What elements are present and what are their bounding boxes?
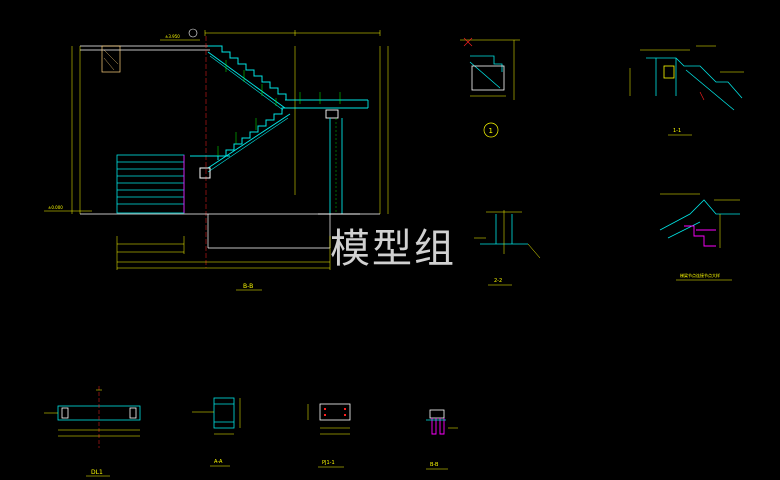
lower-stair-flight: [190, 107, 291, 179]
section-a-a: A-A: [192, 397, 241, 467]
axis-bubble: [188, 28, 198, 38]
section-bb-title: B-B: [243, 283, 253, 290]
top-slab: [80, 45, 210, 73]
section-2-2-title: 2-2: [494, 278, 502, 284]
elevation-bottom: ±0.000: [48, 205, 63, 210]
detail-circle-number: 1: [489, 127, 493, 135]
section-b-b-small: B-B: [426, 409, 458, 470]
node-detail: 梯梁节点连接节点大样: [659, 193, 740, 281]
plate-pj1-1-title: PJ1-1: [322, 460, 335, 466]
node-detail-caption: 梯梁节点连接节点大样: [680, 272, 720, 278]
handrail-marks: [217, 60, 341, 156]
upper-stair-flight: [207, 45, 287, 111]
top-dimensions: [71, 30, 389, 214]
beam-dl1: DL1: [44, 386, 141, 477]
section-a-a-title: A-A: [214, 459, 223, 465]
beam-dl1-title: DL1: [91, 469, 103, 476]
section-b-b-small-title: B-B: [430, 462, 439, 468]
support-column: [318, 118, 360, 215]
watermark-text: 模型组: [330, 226, 456, 272]
detail-1: 1: [460, 37, 520, 138]
detail-circle-marker: [483, 122, 499, 138]
plate-pj1-1: PJ1-1: [307, 403, 351, 468]
section-2-2: 2-2: [474, 210, 541, 286]
main-stair-section: ±3.950 ±0.000: [44, 28, 389, 291]
ground-steps-block: [116, 154, 185, 214]
section-1-1-title: 1-1: [673, 128, 681, 134]
elevation-top: ±3.950: [165, 34, 180, 39]
elevation-markers: ±3.950 ±0.000: [44, 34, 200, 212]
section-1-1: 1-1: [629, 45, 744, 136]
landing-beam: [285, 99, 369, 119]
bottom-dimensions: [116, 236, 331, 270]
